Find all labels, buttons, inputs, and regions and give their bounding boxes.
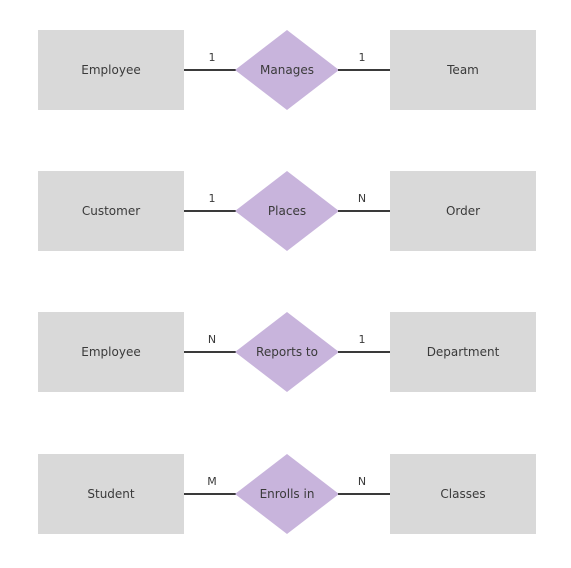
relationship-row: Student M Enrolls in N Classes <box>0 454 571 534</box>
connector-line <box>338 493 390 495</box>
relationship-diamond: Reports to <box>235 312 339 392</box>
relationship-diamond: Enrolls in <box>235 454 339 534</box>
connector-line <box>184 351 236 353</box>
relationship-row: Customer 1 Places N Order <box>0 171 571 251</box>
connector-line <box>184 69 236 71</box>
relationship-label: Enrolls in <box>259 487 315 501</box>
entity-box: Customer <box>38 171 184 251</box>
diamond-shape <box>235 454 339 534</box>
connector-line <box>338 210 390 212</box>
relationship-row: Employee 1 Manages 1 Team <box>0 30 571 110</box>
diamond-shape <box>235 312 339 392</box>
cardinality-label: 1 <box>208 192 216 205</box>
cardinality-label: M <box>207 475 217 488</box>
diamond-shape <box>235 30 339 110</box>
cardinality-label: 1 <box>358 51 366 64</box>
entity-box: Classes <box>390 454 536 534</box>
cardinality-label: 1 <box>208 51 216 64</box>
diamond-shape <box>235 171 339 251</box>
cardinality-label: N <box>357 192 367 205</box>
relationship-label: Manages <box>260 63 314 77</box>
entity-box: Team <box>390 30 536 110</box>
connector-line <box>338 351 390 353</box>
entity-box: Employee <box>38 30 184 110</box>
connector-line <box>338 69 390 71</box>
entity-box: Employee <box>38 312 184 392</box>
entity-box: Order <box>390 171 536 251</box>
entity-box: Department <box>390 312 536 392</box>
relationship-diamond: Places <box>235 171 339 251</box>
entity-box: Student <box>38 454 184 534</box>
relationship-label: Reports to <box>256 345 318 359</box>
relationship-diamond: Manages <box>235 30 339 110</box>
cardinality-label: 1 <box>358 333 366 346</box>
relationship-label: Places <box>267 204 307 218</box>
cardinality-label: N <box>207 333 217 346</box>
relationship-row: Employee N Reports to 1 Department <box>0 312 571 392</box>
connector-line <box>184 493 236 495</box>
cardinality-label: N <box>357 475 367 488</box>
connector-line <box>184 210 236 212</box>
